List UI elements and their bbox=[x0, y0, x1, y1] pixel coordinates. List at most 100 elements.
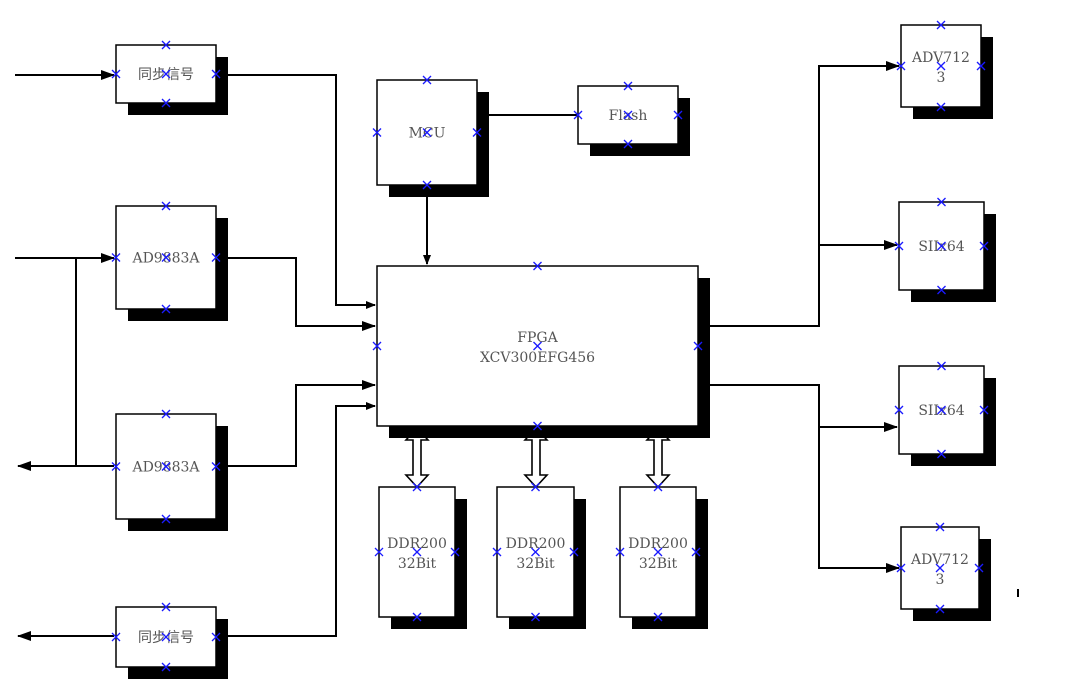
connection-point-marker bbox=[412, 612, 422, 622]
connection-point-marker bbox=[161, 409, 171, 419]
sync-in-to-fpga bbox=[216, 74, 376, 309]
block-sublabel: 32Bit bbox=[639, 556, 678, 572]
block-sublabel: 32Bit bbox=[516, 556, 555, 572]
block-label: ADV712 bbox=[911, 50, 970, 66]
connection-point-marker bbox=[161, 69, 171, 79]
connection-point-marker bbox=[653, 482, 663, 492]
block-label: DDR200 bbox=[387, 536, 447, 552]
connection-point-marker bbox=[569, 547, 579, 557]
block-sublabel: 3 bbox=[936, 572, 945, 588]
connection-point-marker bbox=[937, 285, 946, 295]
connection-point-marker bbox=[372, 341, 382, 351]
sync-out-to-fpga bbox=[216, 402, 376, 637]
connection-point-marker bbox=[111, 69, 121, 79]
block-ad9883a-2[interactable]: AD9883A bbox=[115, 413, 228, 531]
block-label: DDR200 bbox=[628, 536, 688, 552]
block-label: ADV712 bbox=[910, 552, 969, 568]
connection-point-marker bbox=[161, 253, 171, 262]
connection-point-marker bbox=[935, 522, 945, 532]
block-sii164-2[interactable]: SIIx64 bbox=[898, 365, 996, 466]
connection-point-marker bbox=[979, 241, 989, 251]
block-label: 同步信号 bbox=[138, 67, 194, 83]
connection-point-marker bbox=[531, 612, 540, 622]
connection-point-marker bbox=[531, 482, 540, 492]
block-ddr-3[interactable]: DDR200 32Bit bbox=[619, 486, 708, 629]
connection-point-marker bbox=[492, 547, 502, 557]
block-sublabel: XCV300EFG456 bbox=[480, 350, 595, 366]
block-ddr-2[interactable]: DDR200 32Bit bbox=[496, 486, 586, 629]
connection-point-marker bbox=[693, 341, 703, 351]
connection-point-marker bbox=[623, 139, 633, 149]
fpga-to-adv1 bbox=[710, 61, 900, 327]
connection-point-marker bbox=[161, 462, 171, 471]
block-flash[interactable]: Flash bbox=[577, 85, 690, 156]
block-label: FPGA bbox=[517, 330, 558, 346]
block-label: Flash bbox=[609, 108, 648, 124]
connection-point-marker bbox=[211, 69, 221, 79]
block-ad9883a-1[interactable]: AD9883A bbox=[115, 205, 228, 321]
block-adv7123-1[interactable]: ADV712 3 bbox=[900, 24, 993, 119]
connection-point-marker bbox=[372, 128, 382, 137]
connection-point-marker bbox=[161, 514, 171, 524]
connection-point-marker bbox=[937, 241, 946, 251]
connection-point-marker bbox=[623, 110, 633, 120]
connection-point-marker bbox=[422, 75, 432, 85]
block-label: AD9883A bbox=[131, 251, 200, 267]
block-sublabel: 3 bbox=[937, 70, 946, 86]
block-label: 同步信号 bbox=[138, 630, 194, 646]
connection-point-marker bbox=[211, 632, 221, 642]
connection-point-marker bbox=[573, 110, 583, 120]
connection-points bbox=[111, 20, 989, 672]
connection-point-marker bbox=[161, 40, 171, 50]
connection-point-marker bbox=[111, 253, 121, 262]
connection-point-marker bbox=[936, 20, 946, 30]
connection-point-marker bbox=[894, 241, 904, 251]
connection-point-marker bbox=[531, 547, 540, 557]
connection-point-marker bbox=[161, 632, 171, 642]
connection-point-marker bbox=[412, 547, 422, 557]
block-sii164-1[interactable]: SIIx64 bbox=[898, 201, 996, 302]
connection-point-marker bbox=[111, 462, 121, 471]
connection-point-marker bbox=[937, 449, 946, 459]
block-label: SIIx64 bbox=[918, 403, 964, 419]
block-adv7123-2[interactable]: ADV712 3 bbox=[900, 526, 991, 621]
connection-point-marker bbox=[623, 81, 633, 91]
connection-point-marker bbox=[937, 405, 946, 415]
block-ddr-1[interactable]: DDR200 32Bit bbox=[378, 486, 467, 629]
connection-point-marker bbox=[374, 547, 384, 557]
block-label: DDR200 bbox=[506, 536, 566, 552]
connection-point-marker bbox=[211, 462, 221, 471]
connection-point-marker bbox=[974, 563, 984, 573]
fpga-to-adv2 bbox=[710, 384, 900, 573]
connection-point-marker bbox=[653, 612, 663, 622]
connection-point-marker bbox=[936, 102, 946, 112]
block-label: SIIx64 bbox=[918, 239, 964, 255]
connection-point-marker bbox=[422, 180, 432, 190]
connection-point-marker bbox=[161, 98, 171, 108]
stray-mark bbox=[1017, 589, 1019, 597]
connection-point-marker bbox=[935, 604, 945, 614]
connection-point-marker bbox=[937, 197, 946, 207]
connection-point-marker bbox=[161, 602, 171, 612]
connection-point-marker bbox=[615, 547, 625, 557]
block-sync-in[interactable]: 同步信号 bbox=[115, 44, 228, 115]
connection-point-marker bbox=[894, 405, 904, 415]
connection-point-marker bbox=[976, 61, 986, 71]
connection-point-marker bbox=[937, 361, 946, 371]
connections bbox=[15, 61, 900, 641]
block-mcu[interactable]: MCU bbox=[376, 79, 489, 197]
connection-point-marker bbox=[472, 128, 482, 137]
block-sublabel: 32Bit bbox=[398, 556, 437, 572]
connection-point-marker bbox=[161, 662, 171, 672]
connection-point-marker bbox=[412, 482, 422, 492]
ad2-to-fpga bbox=[216, 380, 376, 467]
connection-point-marker bbox=[111, 632, 121, 642]
connection-point-marker bbox=[161, 201, 171, 211]
connection-point-marker bbox=[935, 563, 945, 573]
input-branch-wire bbox=[75, 258, 114, 467]
connection-point-marker bbox=[450, 547, 460, 557]
block-fpga[interactable]: FPGA XCV300EFG456 bbox=[376, 265, 710, 438]
connection-point-marker bbox=[691, 547, 701, 557]
block-sync-out[interactable]: 同步信号 bbox=[115, 606, 228, 679]
